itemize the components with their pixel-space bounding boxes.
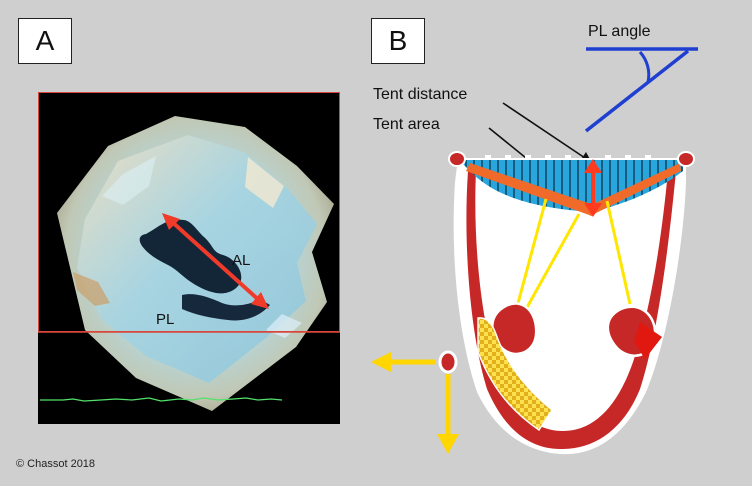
al-arrowhead-top bbox=[162, 213, 180, 230]
echo-bright-region-upper-right bbox=[245, 157, 284, 208]
posterior-wall-highlight bbox=[634, 322, 662, 359]
valve-orifice-dark bbox=[139, 219, 242, 294]
annulus-node-right bbox=[677, 151, 695, 167]
annulus-dash-8 bbox=[645, 155, 651, 159]
al-arrowhead-bottom bbox=[251, 292, 269, 309]
echo-tan-region bbox=[73, 272, 110, 306]
posterior-leaflet bbox=[589, 163, 681, 216]
annulus-dash-5 bbox=[565, 155, 571, 159]
ecg-trace bbox=[40, 397, 283, 402]
chorda-1 bbox=[515, 198, 548, 308]
tent-distance-arrowhead-bottom bbox=[584, 203, 602, 217]
axis-origin-node bbox=[438, 350, 458, 374]
annulus-dash-2 bbox=[505, 155, 511, 159]
annulus-dash-4 bbox=[545, 155, 551, 159]
annulus-dash-3 bbox=[525, 155, 531, 159]
tent-distance-label: Tent distance bbox=[373, 86, 468, 103]
annulus-dash-1 bbox=[485, 155, 491, 159]
echo-bright-region bbox=[102, 156, 156, 205]
posterior-leaflet-cleft bbox=[182, 294, 270, 321]
tent-distance-pointer-line bbox=[502, 102, 589, 161]
chorda-3 bbox=[605, 200, 632, 305]
tent-area-region bbox=[459, 160, 683, 212]
panel-a-label: A bbox=[18, 18, 72, 64]
arrow-down-icon bbox=[437, 434, 459, 454]
chorda-2 bbox=[523, 213, 581, 312]
al-measurement-arrow-shaft bbox=[168, 218, 263, 304]
echo-al-label: AL bbox=[232, 252, 251, 269]
annulus-node-left bbox=[448, 151, 466, 167]
pl-angle-label: PL angle bbox=[588, 23, 651, 40]
annulus-dash-7 bbox=[625, 155, 631, 159]
infarct-region bbox=[477, 317, 553, 431]
copyright-text: © Chassot 2018 bbox=[16, 458, 96, 470]
echo-pl-label: PL bbox=[156, 311, 175, 328]
pl-angle-arc bbox=[638, 50, 651, 83]
echocardiography-image bbox=[38, 92, 340, 424]
panel-b-label: B bbox=[371, 18, 425, 64]
arrow-left-icon bbox=[371, 352, 391, 372]
annulus-dash-6 bbox=[605, 155, 611, 159]
anterior-leaflet bbox=[466, 163, 597, 216]
tent-distance-arrowhead-top bbox=[584, 159, 602, 173]
pl-angle-oblique-line bbox=[584, 49, 690, 133]
tent-area-label: Tent area bbox=[373, 116, 440, 133]
